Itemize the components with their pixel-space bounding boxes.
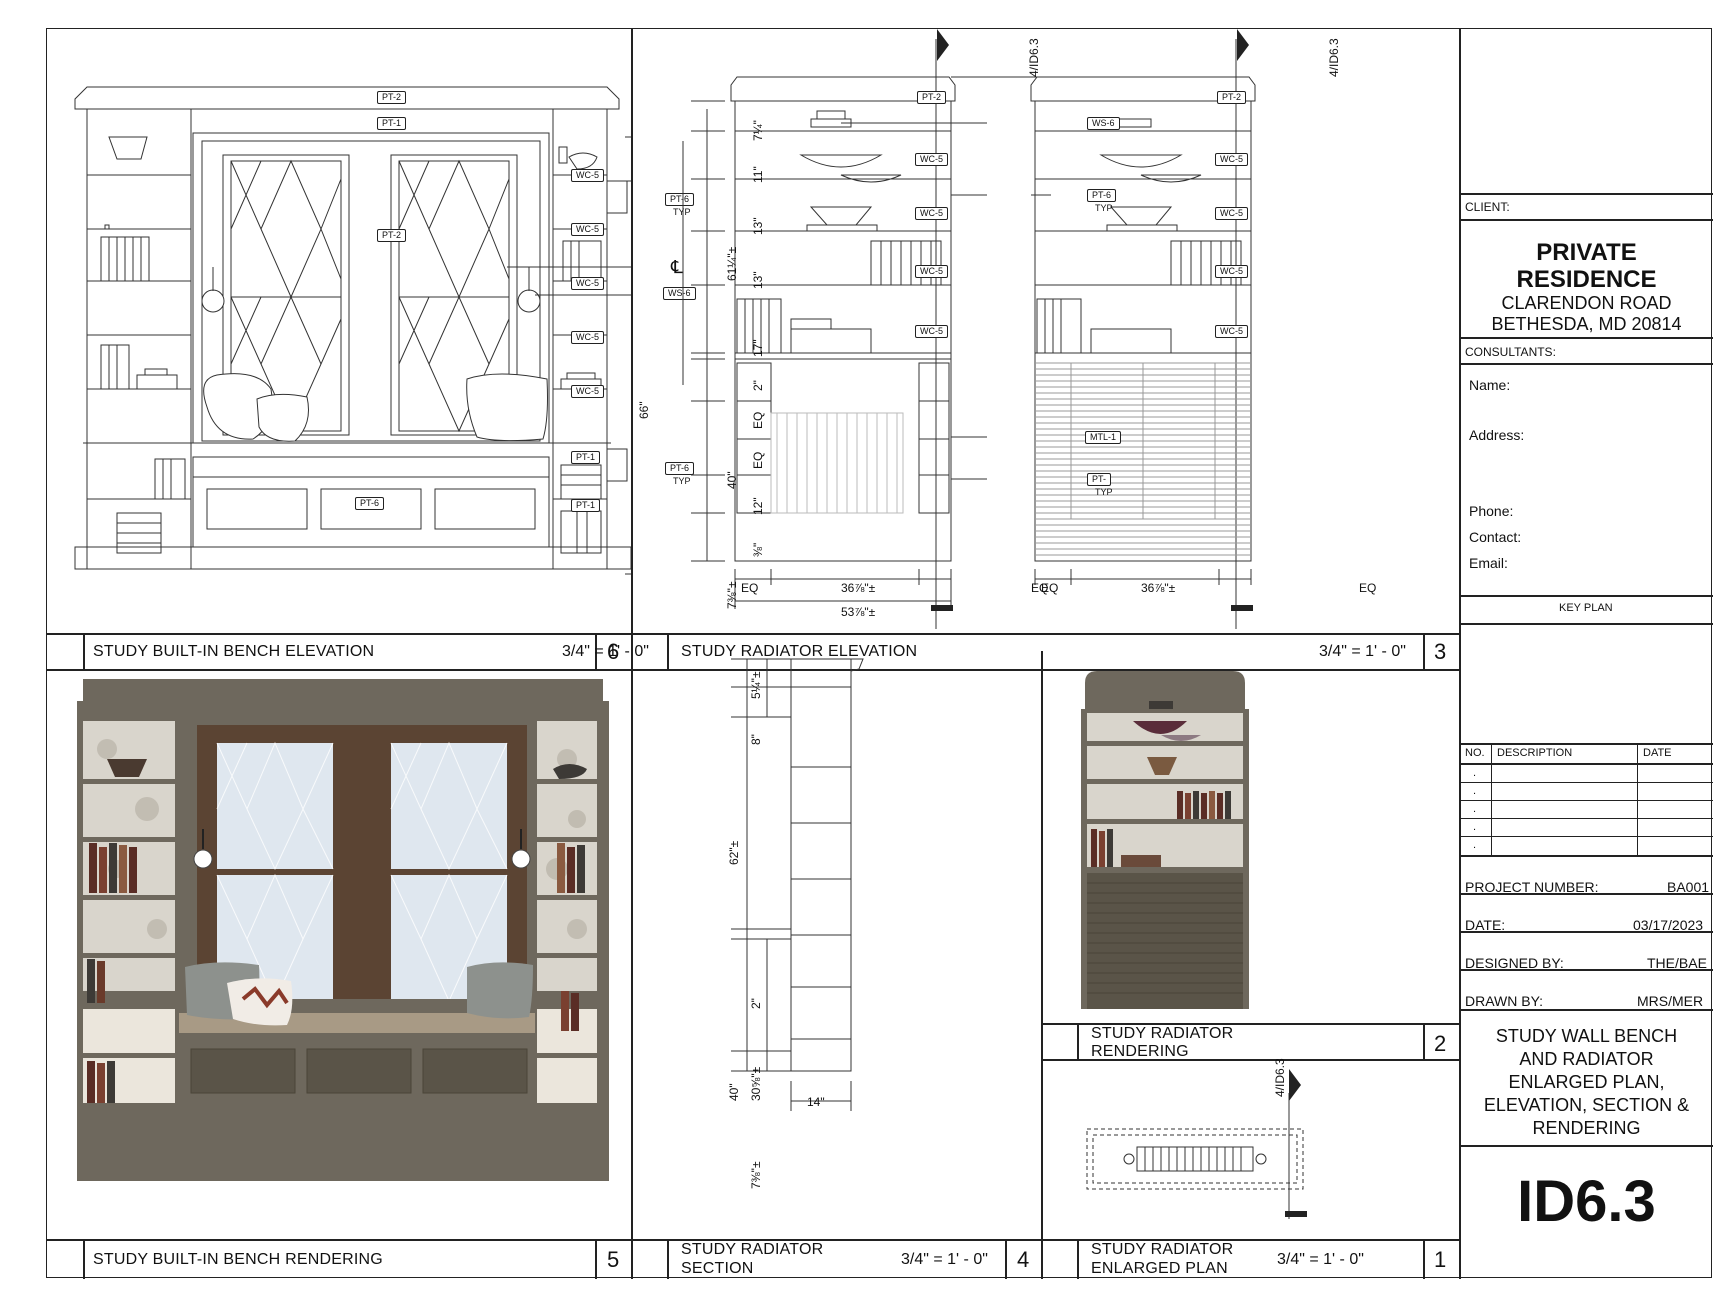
- key-plan-label: KEY PLAN: [1559, 602, 1613, 614]
- tag-wc5-e: WC-5: [571, 385, 604, 398]
- drawn-by-label: DRAWN BY:: [1465, 993, 1544, 1009]
- rev-no-header: NO.: [1465, 747, 1485, 759]
- divider-v2: [1041, 651, 1043, 1279]
- view1-title-1: STUDY RADIATOR: [1091, 1241, 1234, 1258]
- rev-date-header: DATE: [1643, 747, 1672, 759]
- view4-number: 4: [1017, 1247, 1030, 1272]
- tag-wc5-r3: WC-5: [915, 265, 948, 278]
- divider-h-top: [47, 633, 1459, 635]
- designed-by-value: THE/BAE: [1647, 955, 1707, 971]
- bench-rendering: [77, 679, 609, 1181]
- contact-label: Contact:: [1469, 529, 1522, 545]
- tag-wc5-r5: WC-5: [1215, 153, 1248, 166]
- name-label: Name:: [1469, 377, 1511, 393]
- callout-ref-b: 4/ID6.3: [1327, 38, 1341, 77]
- view1-title-2: ENLARGED PLAN: [1091, 1260, 1228, 1277]
- divider-h-mid: [1042, 1023, 1459, 1025]
- view5-title: STUDY BUILT-IN BENCH RENDERING: [93, 1251, 383, 1268]
- client-name-2: RESIDENCE: [1516, 266, 1657, 293]
- view3-title: STUDY RADIATOR ELEVATION: [681, 643, 918, 660]
- callout-ref-plan: 4/ID6.3: [1273, 1058, 1287, 1097]
- divider-h-bottom: [47, 1239, 1459, 1241]
- client-label: CLIENT:: [1465, 200, 1510, 214]
- tag-wc5-r6: WC-5: [1215, 207, 1248, 220]
- view2-title-1: STUDY RADIATOR: [1091, 1025, 1234, 1042]
- radiator-elevation-drawing: [682, 29, 1256, 629]
- view2-number: 2: [1434, 1031, 1447, 1056]
- tag-wc5-b: WC-5: [571, 223, 604, 236]
- radiator-plan-drawing: [1086, 1069, 1307, 1219]
- client-block: PRIVATE RESIDENCE CLARENDON ROAD BETHESD…: [1460, 239, 1713, 335]
- tag-mtl1: MTL-1: [1085, 431, 1122, 444]
- radiator-section-drawing: [731, 658, 864, 1111]
- client-address-1: CLARENDON ROAD: [1501, 293, 1672, 313]
- view5-number: 5: [607, 1247, 620, 1272]
- client-address-2: BETHESDA, MD 20814: [1491, 314, 1682, 334]
- tag-pt6-typ-b: PT-6: [665, 462, 695, 475]
- divider-h-top2: [47, 669, 1459, 671]
- tag-ws6-sconce: WS-6: [663, 287, 696, 300]
- view4-scale: 3/4" = 1' - 0": [901, 1251, 988, 1268]
- view4-title-1: STUDY RADIATOR: [681, 1241, 824, 1258]
- consultants-label: CONSULTANTS:: [1465, 345, 1556, 359]
- drawn-by-value: MRS/MER: [1637, 993, 1704, 1009]
- tag-pt2-cornice: PT-2: [377, 91, 407, 104]
- date-value: 03/17/2023: [1633, 917, 1704, 933]
- tag-pt2-rad-a: PT-2: [917, 91, 947, 104]
- view3-scale: 3/4" = 1' - 0": [1319, 643, 1406, 660]
- designed-by-label: DESIGNED BY:: [1465, 955, 1564, 971]
- tag-pt2-window: PT-2: [377, 229, 407, 242]
- address-label: Address:: [1469, 427, 1525, 443]
- email-label: Email:: [1469, 555, 1508, 571]
- sheet-title: STUDY WALL BENCH AND RADIATOR ENLARGED P…: [1483, 1026, 1690, 1138]
- callout-ref-a: 4/ID6.3: [1027, 38, 1041, 77]
- view6-scale: 3/4" = 1' - 0": [562, 643, 649, 660]
- divider-h-mid2: [1042, 1059, 1459, 1061]
- view3-number: 3: [1434, 639, 1447, 664]
- centerline-symbol: ℄: [671, 257, 683, 277]
- divider-v1: [631, 29, 633, 1279]
- project-number-label: PROJECT NUMBER:: [1465, 879, 1599, 895]
- view1-number: 1: [1434, 1247, 1447, 1272]
- radiator-rendering: [1081, 671, 1249, 1009]
- bench-elevation-drawing: [74, 86, 631, 575]
- tag-wc5-a: WC-5: [571, 169, 604, 182]
- tag-ws6-rad: WS-6: [1087, 117, 1120, 130]
- tag-pt1-header: PT-1: [377, 117, 407, 130]
- view1-scale: 3/4" = 1' - 0": [1277, 1251, 1364, 1268]
- tag-wc5-r1: WC-5: [915, 153, 948, 166]
- client-name-1: PRIVATE: [1536, 239, 1637, 266]
- tag-pt1-a: PT-1: [571, 451, 601, 464]
- tag-pt1-b: PT-1: [571, 499, 601, 512]
- tag-wc5-c: WC-5: [571, 277, 604, 290]
- sheet-number: ID6.3: [1517, 1169, 1656, 1234]
- tag-wc5-r7: WC-5: [1215, 265, 1248, 278]
- tag-pt-dash: PT-: [1087, 473, 1112, 486]
- phone-label: Phone:: [1469, 503, 1514, 519]
- rev-desc-header: DESCRIPTION: [1497, 747, 1573, 759]
- date-label: DATE:: [1465, 917, 1506, 933]
- view6-title: STUDY BUILT-IN BENCH ELEVATION: [93, 643, 375, 660]
- view6-number: 6: [607, 639, 620, 664]
- tag-pt6-typ-a: PT-6: [665, 193, 695, 206]
- tag-wc5-r8: WC-5: [1215, 325, 1248, 338]
- tag-wc5-r2: WC-5: [915, 207, 948, 220]
- tag-pt2-rad-b: PT-2: [1217, 91, 1247, 104]
- view2-title-2: RENDERING: [1091, 1043, 1189, 1060]
- titleblock-divider: [1459, 29, 1461, 1279]
- tag-pt6-bench: PT-6: [355, 497, 385, 510]
- tag-wc5-d: WC-5: [571, 331, 604, 344]
- drawing-sheet: STUDY BUILT-IN BENCH ELEVATION 3/4" = 1'…: [46, 28, 1713, 1279]
- project-number-value: BA001: [1667, 879, 1710, 895]
- tag-pt6-rad: PT-6: [1087, 189, 1117, 202]
- view4-title-2: SECTION: [681, 1260, 754, 1277]
- tag-wc5-r4: WC-5: [915, 325, 948, 338]
